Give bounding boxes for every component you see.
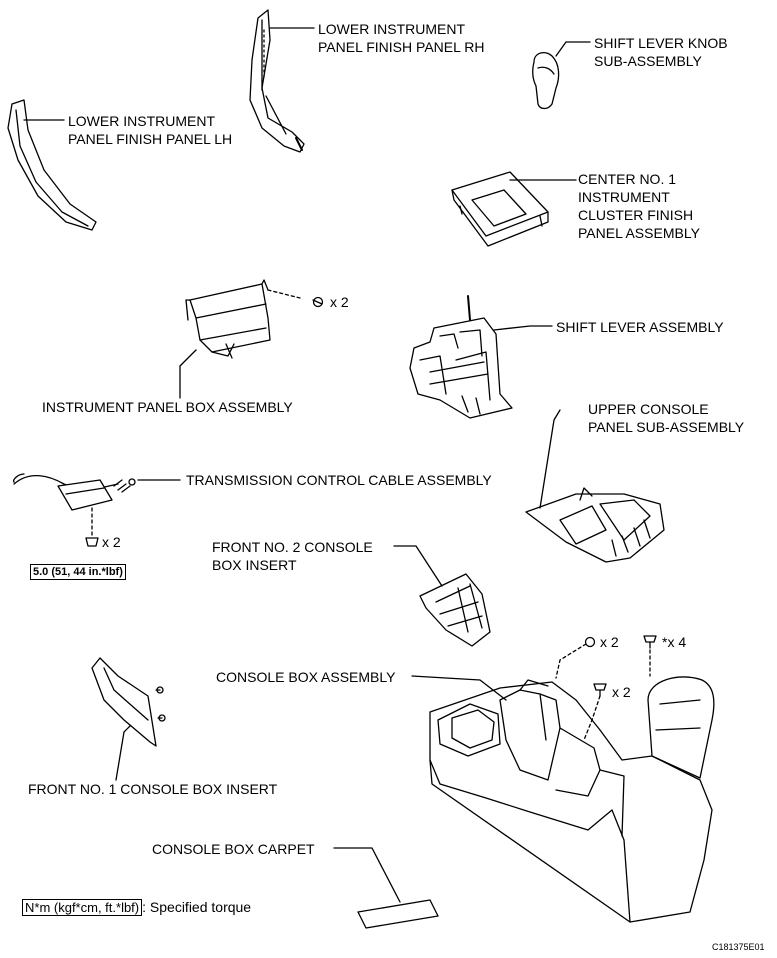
torque-legend: N*m (kgf*cm, ft.*lbf): Specified torque bbox=[22, 898, 251, 916]
front-no2-insert-part bbox=[419, 573, 491, 647]
front-no1-insert-part bbox=[91, 657, 166, 747]
shift-lever-knob-part bbox=[532, 51, 560, 110]
label-transmission-control-cable: TRANSMISSION CONTROL CABLE ASSEMBLY bbox=[186, 472, 492, 488]
figure-code: C181375E01 bbox=[712, 942, 765, 952]
lower-instrument-panel-lh-part bbox=[7, 99, 97, 231]
cable-nut-quantity: x 2 bbox=[102, 534, 121, 550]
console-clip-quantity: x 2 bbox=[600, 634, 619, 650]
torque-legend-symbol: N*m (kgf*cm, ft.*lbf) bbox=[22, 899, 143, 916]
transmission-cable-part bbox=[12, 473, 136, 511]
leader-shift-lever bbox=[493, 325, 553, 331]
leader-carpet bbox=[333, 847, 401, 903]
box-screw-line bbox=[267, 289, 301, 299]
console-box-assembly-part bbox=[429, 676, 715, 923]
cable-nut-icon bbox=[85, 537, 99, 547]
upper-console-panel-part bbox=[525, 487, 665, 563]
cable-nut-torque: 5.0 (51, 44 in.*lbf) bbox=[30, 564, 126, 580]
center-finish-panel-part bbox=[451, 171, 549, 247]
leader-front2 bbox=[393, 545, 443, 587]
torque-legend-text: : Specified torque bbox=[142, 899, 252, 915]
leader-front1 bbox=[115, 725, 131, 781]
console-screw-quantity: *x 4 bbox=[662, 634, 687, 650]
instrument-panel-box-part bbox=[185, 279, 271, 359]
console-clip-line bbox=[555, 643, 587, 679]
label-console-box-carpet: CONSOLE BOX CARPET bbox=[152, 841, 315, 857]
console-carpet-part bbox=[357, 899, 439, 929]
console-bolt-icon bbox=[593, 683, 607, 697]
lower-instrument-panel-rh-part bbox=[249, 9, 305, 153]
leader-box bbox=[179, 349, 197, 399]
label-shift-lever-assembly: SHIFT LEVER ASSEMBLY bbox=[556, 319, 724, 335]
leader-upper-console bbox=[539, 409, 561, 509]
console-bolt-line bbox=[583, 695, 601, 741]
leader-console-box bbox=[411, 675, 507, 701]
label-console-box-assembly: CONSOLE BOX ASSEMBLY bbox=[216, 669, 396, 685]
leader-knob bbox=[555, 41, 591, 57]
console-clip-icon bbox=[584, 636, 596, 648]
label-front-no1-insert: FRONT NO. 1 CONSOLE BOX INSERT bbox=[28, 781, 278, 797]
box-screw-icon bbox=[312, 296, 324, 308]
box-screw-quantity: x 2 bbox=[330, 294, 349, 310]
shift-lever-assembly-part bbox=[409, 295, 513, 419]
label-instrument-panel-box: INSTRUMENT PANEL BOX ASSEMBLY bbox=[42, 399, 293, 415]
console-screw-icon bbox=[643, 635, 657, 649]
label-center-finish-panel: CENTER NO. 1 INSTRUMENT CLUSTER FINISH P… bbox=[578, 171, 700, 241]
console-bolt-quantity: x 2 bbox=[612, 684, 631, 700]
